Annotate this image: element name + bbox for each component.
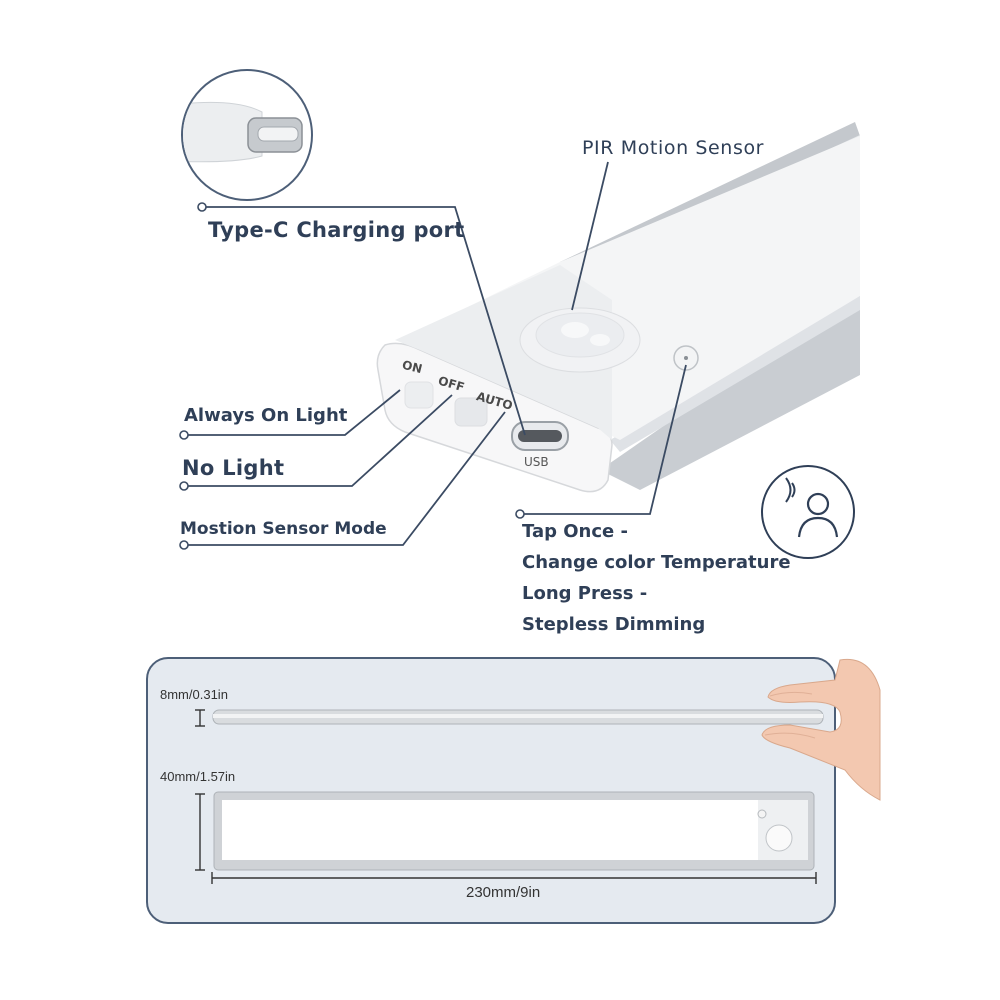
touch-person-icon — [761, 465, 855, 559]
type-c-label: Type-C Charging port — [208, 218, 465, 242]
no-light-label: No Light — [182, 456, 285, 480]
thickness-label: 8mm/0.31in — [160, 687, 228, 702]
height-label: 40mm/1.57in — [160, 769, 236, 784]
tap-line-1: Tap Once - — [522, 521, 628, 542]
hand-illustration — [761, 658, 881, 801]
thickness-marker — [195, 709, 205, 727]
callout-lines — [184, 161, 687, 546]
front-view-bar — [213, 791, 815, 871]
dimensions-panel — [146, 657, 836, 924]
switch-slot — [404, 381, 434, 409]
callout-dots — [179, 202, 525, 550]
length-label: 230mm/9in — [466, 884, 541, 901]
height-marker — [195, 793, 205, 871]
usb-c-connector-icon — [181, 69, 313, 201]
pir-sensor — [519, 307, 641, 373]
usb-port-text: USB — [524, 455, 549, 469]
tap-line-2: Change color Temperature — [522, 552, 791, 573]
tap-line-4: Stepless Dimming — [522, 614, 706, 635]
always-on-label: Always On Light — [184, 405, 348, 426]
length-marker — [211, 872, 817, 884]
motion-sensor-mode-label: Mostion Sensor Mode — [180, 519, 387, 539]
light-bar-body — [376, 122, 860, 493]
tap-line-3: Long Press - — [522, 583, 648, 604]
pir-sensor-label: PIR Motion Sensor — [582, 137, 765, 159]
tap-instructions: Tap Once - Change color Temperature Long… — [522, 521, 791, 635]
